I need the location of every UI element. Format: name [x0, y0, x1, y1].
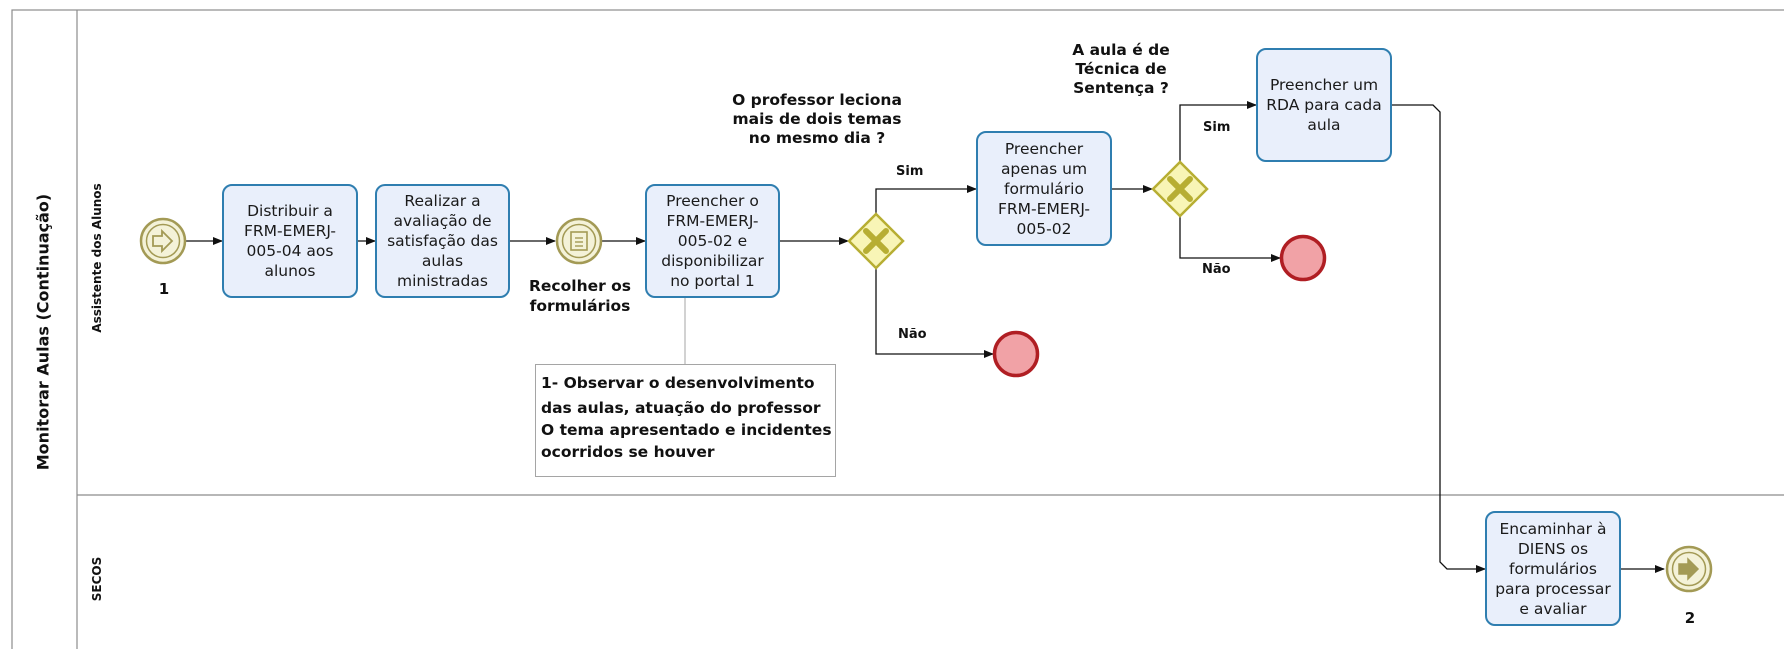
end-link-event: [1665, 545, 1713, 593]
task-avaliacao[interactable]: Realizar a avaliação de satisfação das a…: [375, 184, 510, 298]
x-cross-icon: [863, 228, 889, 254]
lane-label-assistente: Assistente dos Alunos: [90, 183, 104, 333]
end-link-event-label: 2: [1684, 609, 1696, 627]
exclusive-gateway-1: [847, 212, 905, 270]
end-event-g2-nao: [1279, 234, 1327, 282]
intermediate-event-label: Recolher os formulários: [528, 277, 632, 315]
task-preencher-apenas[interactable]: Preencher apenas um formulário FRM-EMERJ…: [976, 131, 1112, 246]
gateway1-yes-label: Sim: [896, 164, 924, 179]
gateway2-yes-label: Sim: [1203, 120, 1231, 135]
task-preencher-rda[interactable]: Preencher um RDA para cada aula: [1256, 48, 1392, 162]
task-distribuir[interactable]: Distribuir a FRM-EMERJ- 005-04 aos aluno…: [222, 184, 358, 298]
start-event-label: 1: [158, 280, 170, 298]
task-preencher-frm[interactable]: Preencher o FRM-EMERJ- 005-02 e disponib…: [645, 184, 780, 298]
flow-gateway1-nao: [875, 268, 994, 358]
flow-gateway2-sim: [1179, 101, 1257, 162]
text-annotation: 1- Observar o desenvolvimento das aulas,…: [535, 364, 836, 477]
gateway1-question: O professor leciona mais de dois temas n…: [732, 91, 902, 147]
end-event-g1-nao: [992, 330, 1040, 378]
gateway2-question: A aula é de Técnica de Sentença ?: [1072, 41, 1170, 97]
x-cross-icon: [1167, 176, 1193, 202]
flow-gateway1-sim: [875, 185, 977, 214]
pool-label: Monitorar Aulas (Continuação): [33, 193, 53, 471]
start-event: [139, 217, 187, 265]
exclusive-gateway-2: [1151, 160, 1209, 218]
pool-frame: [11, 9, 1784, 649]
conditional-icon: [570, 231, 588, 251]
flow-rda-to-encaminhar: [1392, 104, 1486, 573]
annotation-line-2: das aulas, atuação do professor: [541, 399, 821, 417]
task-encaminhar[interactable]: Encaminhar à DIENS os formulários para p…: [1485, 511, 1621, 626]
flow-gateway2-nao: [1179, 216, 1281, 262]
annotation-line-4: ocorridos se houver: [541, 443, 715, 461]
annotation-line-1: 1- Observar o desenvolvimento: [541, 374, 815, 392]
intermediate-event-recolher: [555, 217, 603, 265]
gateway1-no-label: Não: [898, 327, 927, 342]
annotation-line-3: O tema apresentado e incidentes: [541, 421, 832, 439]
link-arrow-icon: [152, 228, 174, 254]
gateway2-no-label: Não: [1202, 262, 1231, 277]
lane-label-secos: SECOS: [90, 556, 104, 602]
filled-link-arrow-icon: [1678, 557, 1700, 581]
